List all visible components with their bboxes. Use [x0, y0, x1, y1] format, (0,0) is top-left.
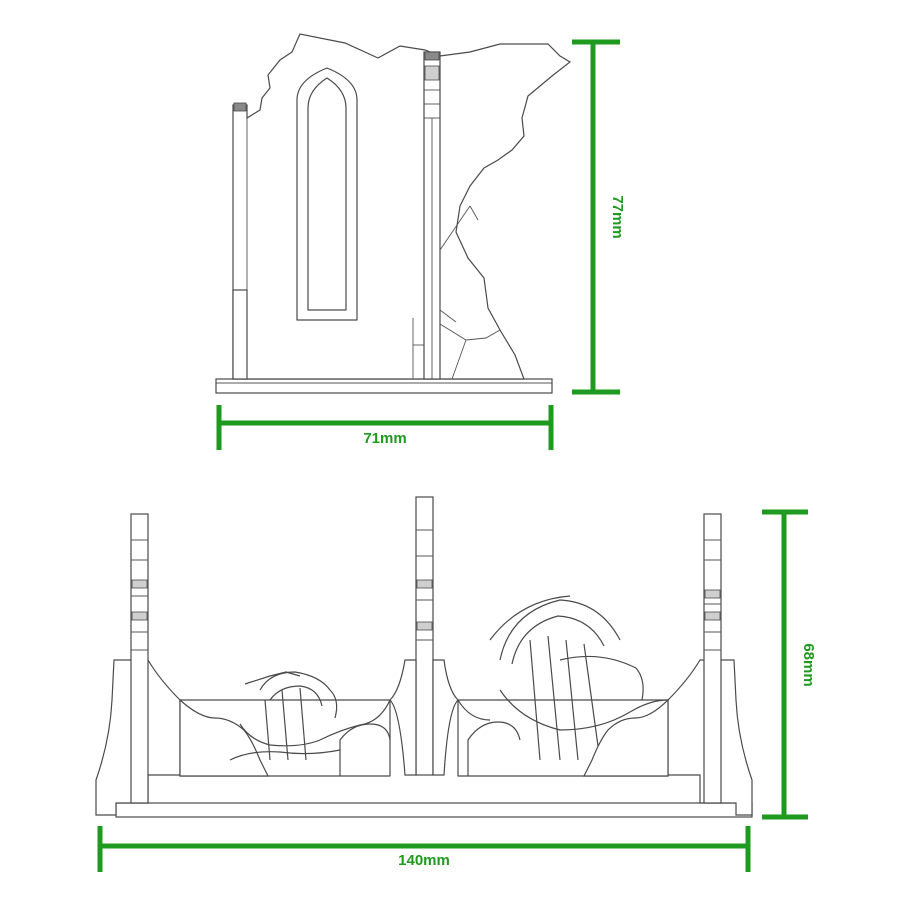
- ruined-wall-drawing: [215, 33, 572, 394]
- stand-center-post: [415, 496, 434, 776]
- top-width-label: 71mm: [363, 430, 406, 447]
- gothic-window-inner: [307, 77, 347, 311]
- bottom-width-dimension: 140mm: [97, 826, 751, 872]
- bottom-height-label: 68mm: [800, 643, 817, 686]
- ornate-stand-drawing: [95, 496, 753, 818]
- left-ornament: [179, 671, 391, 777]
- bottom-width-label: 140mm: [398, 852, 450, 869]
- gothic-window-outer: [296, 67, 358, 321]
- wall-left-tab: [233, 102, 247, 112]
- stand-left-post: [130, 513, 149, 804]
- stand-base-plate: [115, 802, 753, 818]
- top-height-label: 77mm: [609, 195, 626, 238]
- stand-right-post: [703, 513, 722, 804]
- top-width-dimension: 71mm: [216, 405, 554, 450]
- bottom-height-dimension: 68mm: [762, 509, 817, 820]
- top-height-dimension: 77mm: [572, 39, 626, 395]
- right-ornament: [457, 595, 669, 777]
- wall-left-panel: [232, 33, 572, 380]
- wall-base-plate: [215, 378, 553, 394]
